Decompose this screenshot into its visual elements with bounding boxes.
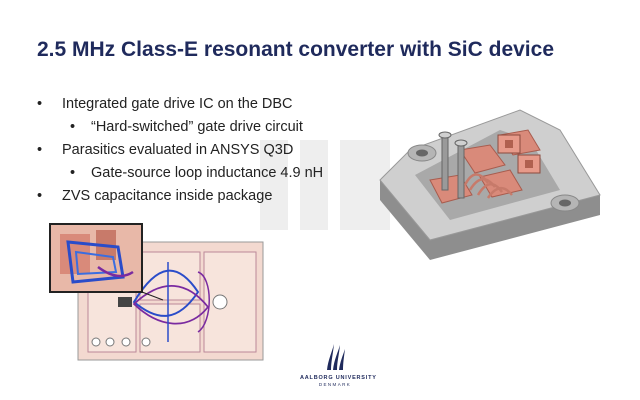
power-module-illustration [379,109,601,260]
logo-name: AALBORG UNIVERSITY [300,375,377,381]
bullet-list: Integrated gate drive IC on the DBC “Har… [37,96,323,211]
sub-bullet-item: Gate-source loop inductance 4.9 nH [37,165,323,181]
bullet-item: Integrated gate drive IC on the DBC [37,96,323,112]
university-logo: AALBORG UNIVERSITY DENMARK [300,342,377,394]
sub-bullet-item: “Hard-switched” gate drive circuit [37,119,323,135]
dbc-layout-image [49,223,264,361]
slide-title: 2.5 MHz Class-E resonant converter with … [37,38,555,61]
watermark-image [260,140,390,230]
bullet-item: ZVS capacitance inside package [37,188,323,204]
bullet-item: Parasitics evaluated in ANSYS Q3D [37,142,323,158]
logo-wave-icon [327,344,345,370]
logo-subtitle: DENMARK [318,382,352,387]
